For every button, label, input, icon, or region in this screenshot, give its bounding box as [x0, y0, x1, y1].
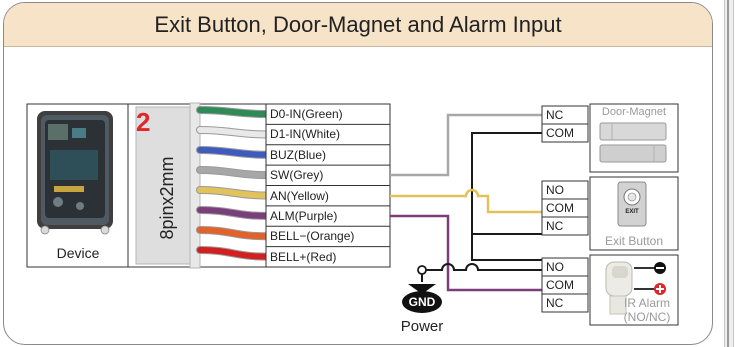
door-magnet-terminal: NC: [546, 108, 564, 122]
exit-button-terminal: NC: [546, 219, 564, 233]
exit-button-text: EXIT: [625, 209, 639, 215]
pin-label: ALM(Purple): [270, 209, 338, 223]
device-image: [37, 111, 113, 235]
ir-alarm-terminal: NC: [546, 296, 564, 310]
pin-label: D0-IN(Green): [270, 107, 343, 121]
scrollbar-line: [727, 0, 729, 347]
pin-label: BELL−(Orange): [270, 229, 355, 243]
wire-blue: [197, 147, 269, 158]
diagram-frame: Exit Button, Door-Magnet and Alarm Input: [3, 2, 713, 345]
exit-button-image: [617, 181, 647, 227]
door-magnet-label: Door-Magnet: [601, 106, 667, 118]
signal-wiring: [390, 113, 542, 292]
diagram-title: Exit Button, Door-Magnet and Alarm Input: [154, 12, 562, 37]
pin-label: SW(Grey): [270, 168, 324, 182]
wire-grey: [197, 167, 269, 179]
pin-label: BELL+(Red): [270, 250, 337, 264]
ir-alarm-sublabel: (NO/NC): [623, 310, 671, 324]
exit-button-terminal: NO: [546, 183, 564, 197]
ir-alarm-image: [605, 261, 666, 315]
device-label: Device: [56, 245, 100, 261]
door-magnet-image: [599, 122, 667, 163]
ground-symbol: [402, 284, 442, 313]
ir-alarm-terminal: NO: [546, 260, 564, 274]
connector-wires: [196, 106, 270, 261]
title-bar: Exit Button, Door-Magnet and Alarm Input: [4, 3, 712, 47]
pin-label: BUZ(Blue): [270, 148, 327, 162]
wire-green: [197, 107, 269, 117]
ir-alarm-label: IR Alarm: [623, 296, 670, 310]
wire-red: [197, 247, 269, 260]
pin-table: [265, 103, 391, 268]
wire-white: [197, 127, 269, 138]
connector-size-label: 8pinx2mm: [157, 156, 177, 240]
wire-purple: [197, 207, 269, 219]
ir-alarm-terminal: COM: [546, 278, 574, 292]
pin-label: AN(Yellow): [270, 189, 329, 203]
scrollbar-track[interactable]: [724, 0, 734, 347]
power-label: Power: [400, 318, 444, 335]
wire-orange: [197, 227, 269, 240]
exit-button-terminal: COM: [546, 201, 574, 215]
gnd-label: GND: [408, 295, 436, 309]
terminal-blocks: [541, 105, 589, 313]
connector-number: 2: [136, 107, 151, 137]
pin-label: D1-IN(White): [270, 127, 341, 141]
wire-yellow: [197, 187, 269, 199]
door-magnet-terminal: COM: [546, 126, 574, 140]
exit-button-label: Exit Button: [604, 234, 664, 248]
scrollbar[interactable]: [722, 0, 738, 347]
connector-housing: [135, 102, 201, 269]
